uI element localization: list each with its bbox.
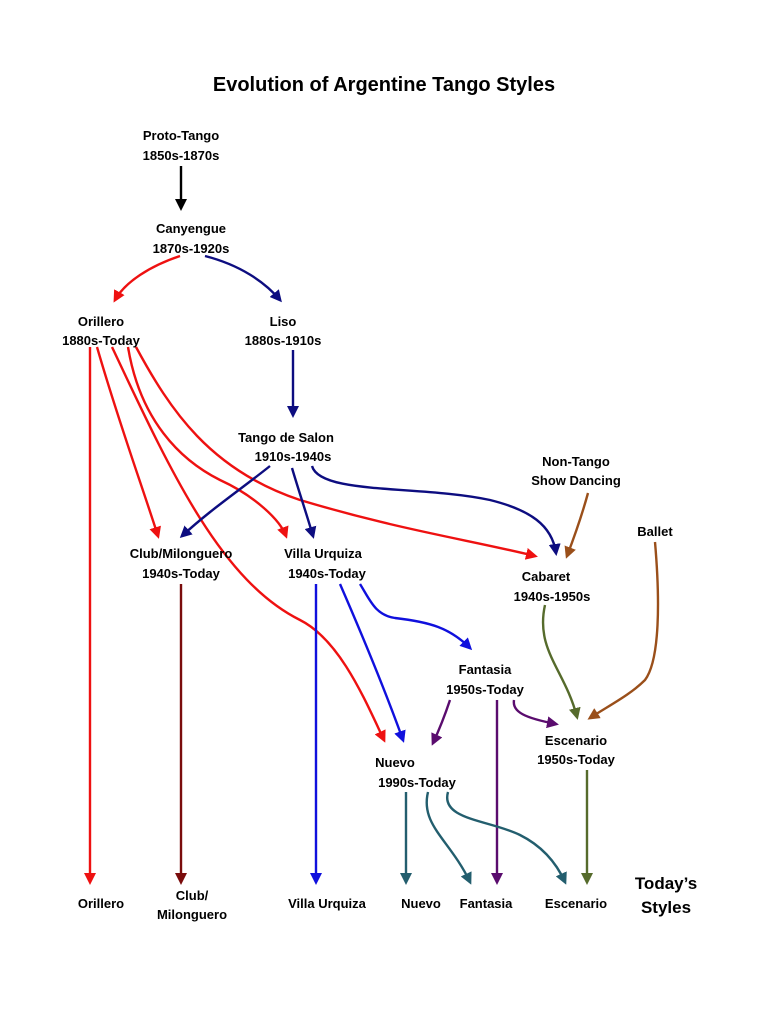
node-proto-tango: Proto-Tango 1850s-1870s	[143, 128, 220, 163]
edge-villa-to-fantasia	[358, 583, 473, 651]
todays-styles-row: Orillero Club/ Milonguero Villa Urquiza …	[78, 874, 697, 922]
node-tango-de-salon-name: Tango de Salon	[238, 430, 334, 445]
edge-villa-to-nuevo	[338, 583, 406, 743]
edge-orillero-to-villa	[126, 346, 289, 539]
node-ballet: Ballet	[637, 524, 673, 539]
today-villa-urquiza: Villa Urquiza	[288, 896, 367, 911]
node-cabaret: Cabaret 1940s-1950s	[514, 569, 591, 604]
node-liso-name: Liso	[270, 314, 297, 329]
node-tango-de-salon: Tango de Salon 1910s-1940s	[238, 430, 334, 464]
node-nuevo-years: 1990s-Today	[378, 775, 457, 790]
today-escenario: Escenario	[545, 896, 607, 911]
node-club-milonguero-years: 1940s-Today	[142, 566, 221, 581]
edge-orillero-to-club	[95, 346, 161, 539]
today-club-line2: Milonguero	[157, 907, 227, 922]
node-orillero-years: 1880s-Today	[62, 333, 141, 348]
edge-salon-to-villa	[290, 467, 317, 539]
node-escenario-name: Escenario	[545, 733, 607, 748]
node-orillero-name: Orillero	[78, 314, 124, 329]
edge-nontango-to-cabaret	[564, 492, 590, 559]
diagram-title: Evolution of Argentine Tango Styles	[213, 74, 555, 96]
node-non-tango: Non-Tango Show Dancing	[531, 454, 621, 488]
node-fantasia-name: Fantasia	[459, 662, 513, 677]
node-club-milonguero-name: Club/Milonguero	[130, 546, 233, 561]
edge-ballet-to-escenario	[587, 541, 660, 720]
edges	[84, 166, 660, 885]
nodes: Proto-Tango 1850s-1870s Canyengue 1870s-…	[62, 128, 673, 790]
node-fantasia-years: 1950s-Today	[446, 682, 525, 697]
node-fantasia: Fantasia 1950s-Today	[446, 662, 525, 697]
node-proto-tango-years: 1850s-1870s	[143, 148, 220, 163]
edge-orillero-to-nuevo	[110, 346, 386, 743]
node-club-milonguero: Club/Milonguero 1940s-Today	[130, 546, 233, 581]
edge-fantasia-to-nuevo	[431, 699, 452, 746]
node-tango-de-salon-years: 1910s-1940s	[255, 449, 332, 464]
node-nuevo: Nuevo 1990s-Today	[375, 755, 457, 790]
node-proto-tango-name: Proto-Tango	[143, 128, 219, 143]
node-canyengue-name: Canyengue	[156, 221, 226, 236]
edge-fantasia-to-escenario	[512, 699, 559, 729]
today-orillero: Orillero	[78, 896, 124, 911]
edge-salon-to-club	[179, 465, 271, 539]
edge-nuevo-to-fantasia-today	[425, 791, 472, 885]
edge-salon-to-cabaret	[310, 465, 561, 556]
edge-orillero-to-cabaret	[134, 346, 538, 560]
node-canyengue-years: 1870s-1920s	[153, 241, 230, 256]
edge-cabaret-to-escenario	[541, 604, 581, 720]
node-orillero: Orillero 1880s-Today	[62, 314, 141, 348]
node-escenario: Escenario 1950s-Today	[537, 733, 616, 767]
todays-styles-heading-line2: Styles	[641, 898, 691, 917]
node-villa-urquiza-name: Villa Urquiza	[284, 546, 363, 561]
today-nuevo: Nuevo	[401, 896, 441, 911]
edge-canyengue-to-orillero	[113, 254, 181, 303]
node-escenario-years: 1950s-Today	[537, 752, 616, 767]
today-club-line1: Club/	[176, 888, 209, 903]
node-cabaret-years: 1940s-1950s	[514, 589, 591, 604]
node-villa-urquiza-years: 1940s-Today	[288, 566, 367, 581]
today-fantasia: Fantasia	[460, 896, 514, 911]
todays-styles-heading-line1: Today’s	[635, 874, 697, 893]
node-villa-urquiza: Villa Urquiza 1940s-Today	[284, 546, 367, 581]
edge-canyengue-to-liso	[204, 254, 282, 303]
node-ballet-name: Ballet	[637, 524, 673, 539]
edge-nuevo-to-escenario-today	[446, 791, 567, 885]
node-liso-years: 1880s-1910s	[245, 333, 322, 348]
node-nuevo-name: Nuevo	[375, 755, 415, 770]
node-liso: Liso 1880s-1910s	[245, 314, 322, 348]
node-non-tango-subtitle: Show Dancing	[531, 473, 621, 488]
node-cabaret-name: Cabaret	[522, 569, 571, 584]
node-canyengue: Canyengue 1870s-1920s	[153, 221, 230, 256]
node-non-tango-name: Non-Tango	[542, 454, 610, 469]
